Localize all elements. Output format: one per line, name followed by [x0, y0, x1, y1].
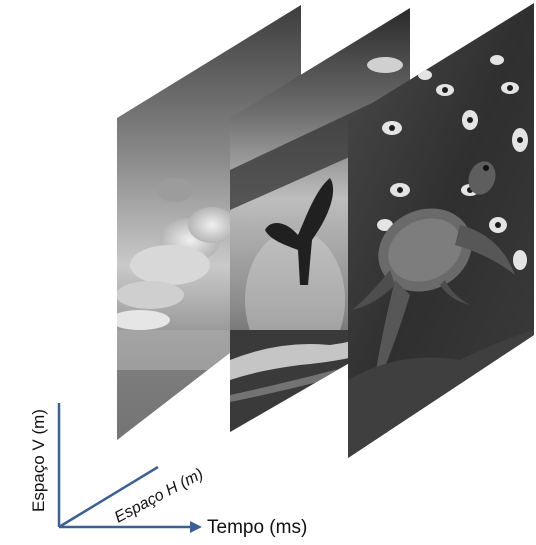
time-axis-arrow-icon [190, 521, 202, 533]
time-axis-label: Tempo (ms) [207, 517, 307, 538]
horizontal-axis-label: Espaço H (m) [112, 466, 206, 527]
vertical-axis-label: Espaço V (m) [29, 409, 48, 512]
depth-axis-line [58, 465, 159, 529]
sea-turtle-frame [348, 3, 534, 458]
axes-group: Espaço V (m) Espaço H (m) Tempo (ms) [29, 403, 307, 538]
